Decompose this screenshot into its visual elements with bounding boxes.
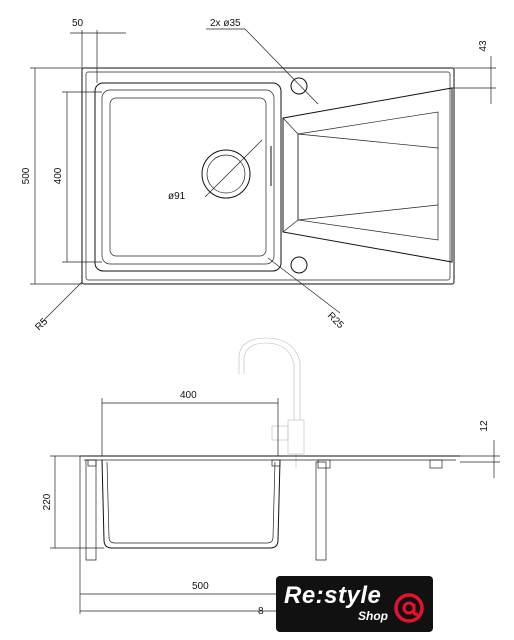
drain-outer	[201, 149, 251, 199]
drainer-rib-bottom	[297, 204, 439, 221]
faucet-handle	[271, 425, 289, 441]
clip-right2	[317, 459, 331, 469]
cart-at-icon	[394, 593, 424, 623]
dim-drain: ø91	[168, 191, 186, 202]
drain-inner	[206, 154, 246, 194]
cabinet-wall-left	[85, 459, 97, 561]
drainer-divider-b	[282, 219, 299, 233]
restyle-shop-logo: Re:style Shop	[276, 576, 433, 632]
dim-holes-leader	[244, 28, 319, 105]
faucet-spout-inner	[243, 342, 295, 420]
dim-drain-leader	[204, 139, 263, 198]
bowl-inner	[109, 97, 267, 257]
sink-outline	[81, 67, 455, 285]
drainer-divider-a	[282, 117, 299, 135]
drainer-inner	[297, 111, 439, 241]
clip-left	[87, 459, 97, 467]
dim-bottom-width: 500	[192, 581, 209, 592]
cabinet-wall-right	[315, 461, 327, 561]
dim-side-bowl-width: 400	[180, 390, 197, 401]
faucet-body	[287, 419, 305, 455]
dim-right-height: 43	[478, 40, 489, 52]
clip-mid	[271, 459, 281, 467]
logo-brand: Re:style	[284, 582, 382, 609]
logo-sub: Shop	[358, 609, 388, 623]
dim-cut-off: 8	[258, 606, 264, 617]
bowl-profile	[101, 459, 281, 549]
faucet-spout	[238, 337, 301, 420]
dim-top-offset: 50	[72, 18, 84, 29]
tap-hole-top	[290, 77, 308, 95]
top-view: 50 2x ø35 43 500 400 ø91 R5 R25	[21, 18, 496, 333]
dim-rim-thickness: 12	[479, 420, 490, 432]
bowl-profile-inner	[106, 461, 276, 544]
dim-corner-small: R5	[33, 316, 50, 333]
tap-hole-bottom	[290, 256, 308, 274]
side-view: 400 12 220 500 8	[42, 337, 500, 617]
clip-right	[429, 459, 443, 469]
bowl-outer	[94, 82, 282, 272]
dim-total-height: 500	[21, 167, 32, 184]
dim-r5-leader	[41, 281, 83, 323]
dim-corner-bowl: R25	[325, 310, 346, 331]
dim-bowl-height: 400	[53, 167, 64, 184]
bowl-rim	[101, 89, 275, 265]
drainer-outline	[282, 87, 453, 263]
dim-r25-leader	[267, 257, 341, 314]
drainer-rib-top	[297, 133, 439, 149]
sink-outline-inner	[85, 71, 451, 281]
dim-holes: 2x ø35	[210, 18, 241, 29]
dim-depth: 220	[42, 493, 53, 510]
